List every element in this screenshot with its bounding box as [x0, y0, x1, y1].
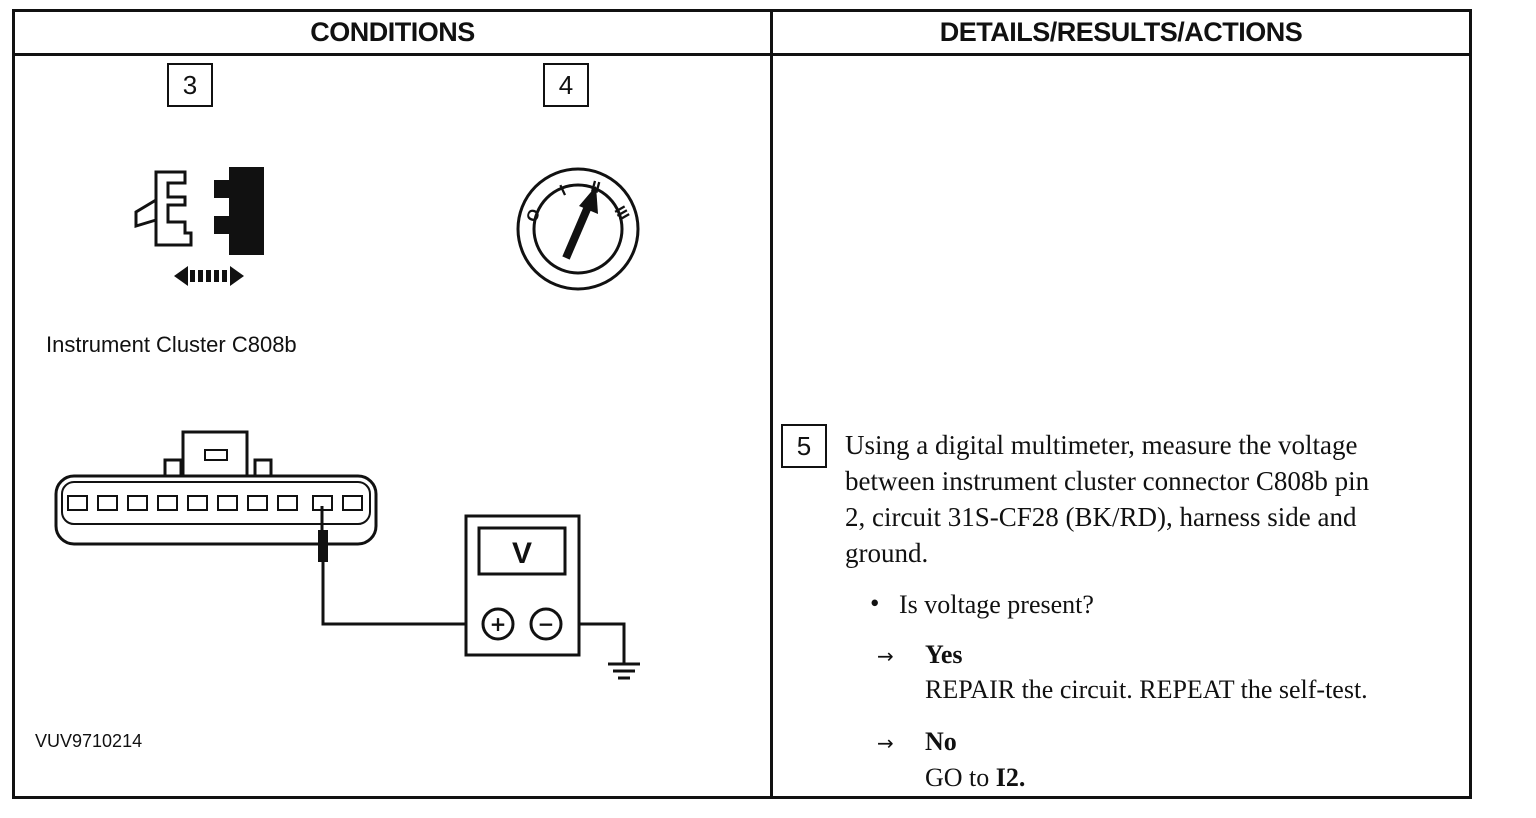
ignition-pos-0: O — [524, 207, 544, 225]
header-row: CONDITIONS DETAILS/RESULTS/ACTIONS — [15, 12, 1469, 56]
meter-plus-terminal: + — [490, 612, 507, 636]
conditions-header: CONDITIONS — [310, 17, 475, 47]
no-action-target: I2. — [995, 763, 1026, 792]
yes-label: Yes — [925, 640, 963, 669]
meter-minus-terminal: − — [538, 612, 555, 636]
connector-disconnect-icon — [134, 167, 264, 286]
connector-caption: Instrument Cluster C808b — [46, 332, 297, 357]
ignition-pos-2: II — [589, 178, 602, 197]
diagnostic-table: CONDITIONS DETAILS/RESULTS/ACTIONS — [12, 9, 1472, 799]
figure-id: VUV9710214 — [35, 731, 143, 751]
instruction-line-3: 2, circuit 31S-CF28 (BK/RD), harness sid… — [845, 502, 1357, 532]
voltmeter-icon — [464, 514, 581, 657]
ground-icon — [608, 662, 640, 680]
yes-action: REPAIR the circuit. REPEAT the self-test… — [925, 675, 1368, 704]
no-arrow-icon: → — [877, 731, 894, 755]
step-4-box: 4 — [543, 63, 589, 107]
details-header: DETAILS/RESULTS/ACTIONS — [939, 17, 1303, 47]
probe-wiring — [321, 560, 626, 664]
no-label: No — [925, 727, 957, 756]
meter-label: V — [512, 537, 532, 570]
column-divider — [770, 12, 773, 796]
instruction-line-1: Using a digital multimeter, measure the … — [845, 430, 1358, 460]
step-3-box: 3 — [167, 63, 213, 107]
no-action-prefix: GO to — [925, 763, 996, 792]
step-5-box: 5 — [781, 424, 827, 468]
ignition-pos-1: I — [558, 182, 569, 199]
instruction-line-2: between instrument cluster connector C80… — [845, 466, 1370, 496]
yes-arrow-icon: → — [877, 644, 894, 668]
question-bullet: • — [870, 588, 880, 618]
connector-face-icon — [54, 430, 378, 562]
instruction-line-4: ground. — [845, 538, 929, 568]
question-text: Is voltage present? — [899, 590, 1094, 619]
no-action: GO to I2. — [925, 763, 1025, 793]
ignition-switch-icon — [516, 167, 640, 291]
